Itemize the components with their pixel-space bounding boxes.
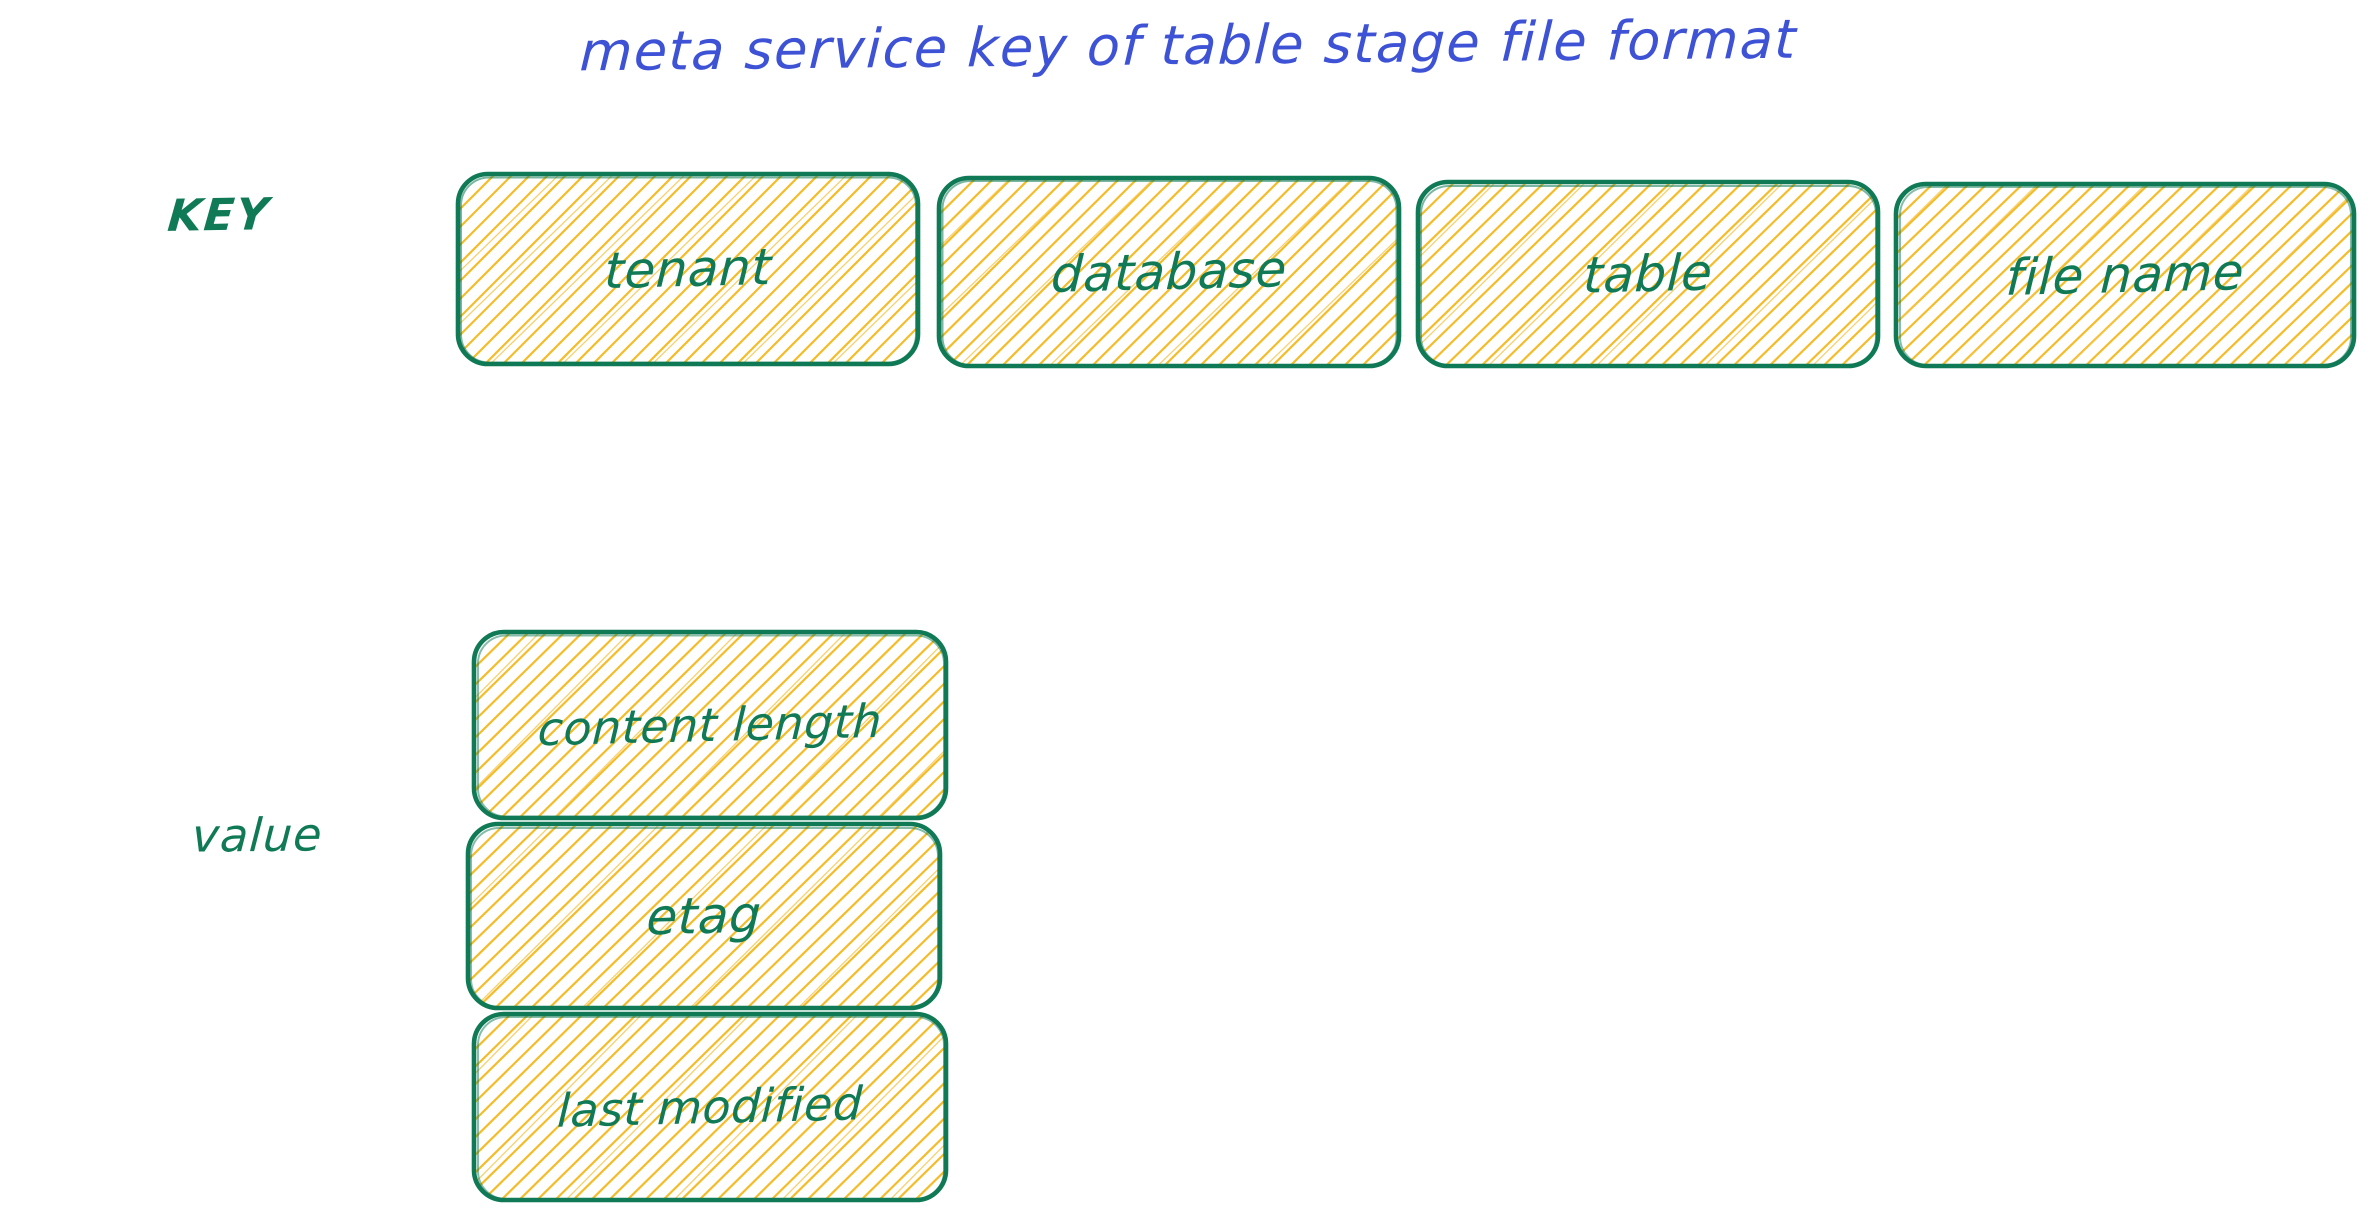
key-section-label: KEY [165, 189, 273, 242]
sketch-rect [1415, 179, 1881, 369]
value-box-etag[interactable]: etag [462, 818, 946, 1014]
sketch-rect [465, 821, 943, 1011]
value-box-last-modified[interactable]: last modified [468, 1008, 952, 1206]
value-section-label: value [190, 807, 325, 863]
sketch-rect [471, 629, 949, 821]
key-box-tenant[interactable]: tenant [452, 168, 924, 370]
key-box-table[interactable]: table [1412, 176, 1884, 372]
value-box-content-length[interactable]: content length [468, 626, 952, 824]
sketch-rect [1893, 181, 2357, 369]
sketch-rect [471, 1011, 949, 1203]
sketch-rect [936, 175, 1402, 369]
key-box-database[interactable]: database [933, 172, 1405, 372]
key-box-file-name[interactable]: file name [1890, 178, 2360, 372]
sketch-rect [455, 171, 921, 367]
page-title: meta service key of table stage file for… [578, 7, 1799, 84]
